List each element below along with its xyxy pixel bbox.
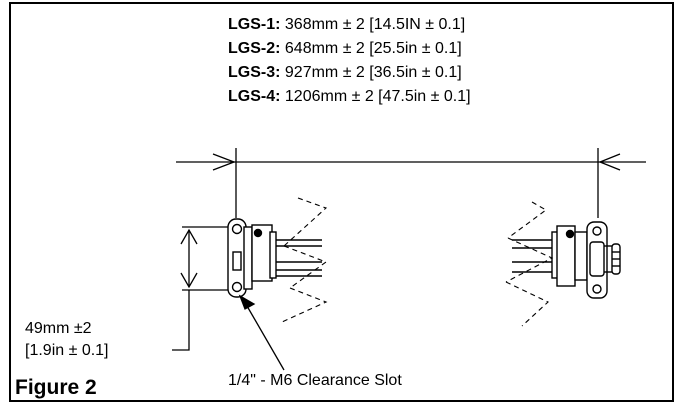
height-imperial-label: [1.9in ± 0.1] [25, 342, 109, 359]
slot-label: 1/4" - M6 Clearance Slot [228, 372, 402, 389]
height-metric-label: 49mm ±2 [25, 320, 92, 337]
spec-model: LGS-4: [228, 88, 281, 105]
figure-frame [9, 2, 674, 402]
right-break-lines [505, 201, 554, 327]
spec-value: 1206mm ± 2 [47.5in ± 0.1] [280, 88, 471, 105]
length-dimension [176, 148, 646, 218]
spec-line-lgs-4: LGS-4: 1206mm ± 2 [47.5in ± 0.1] [228, 88, 471, 106]
height-dimension [172, 226, 232, 351]
spec-line-lgs-1: LGS-1: 368mm ± 2 [14.5IN ± 0.1] [228, 16, 465, 34]
left-light-bar-end [227, 218, 322, 298]
spec-line-lgs-2: LGS-2: 648mm ± 2 [25.5in ± 0.1] [228, 40, 462, 58]
slot-leader [238, 294, 285, 371]
spec-model: LGS-2: [228, 40, 281, 57]
left-break-lines [281, 197, 328, 323]
spec-value: 927mm ± 2 [36.5in ± 0.1] [280, 64, 462, 81]
figure-title: Figure 2 [15, 376, 97, 399]
right-light-bar-end [512, 221, 621, 299]
spec-line-lgs-3: LGS-3: 927mm ± 2 [36.5in ± 0.1] [228, 64, 462, 82]
spec-model: LGS-3: [228, 64, 281, 81]
spec-value: 648mm ± 2 [25.5in ± 0.1] [280, 40, 462, 57]
spec-model: LGS-1: [228, 16, 281, 33]
spec-value: 368mm ± 2 [14.5IN ± 0.1] [280, 16, 466, 33]
